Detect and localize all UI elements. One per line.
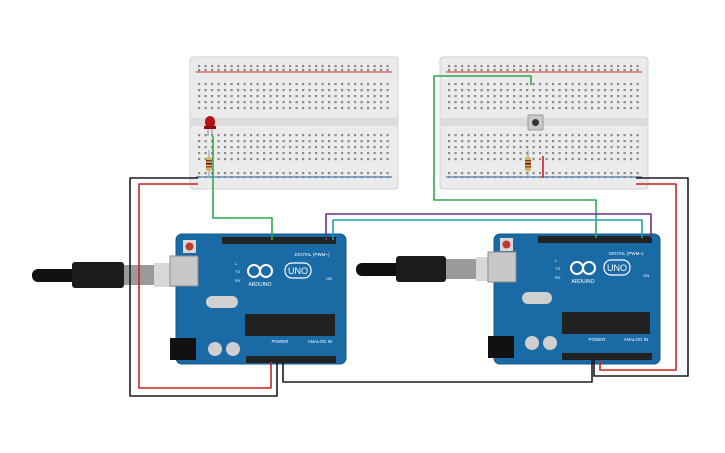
wire-green-left[interactable]	[212, 136, 273, 240]
breadboard-right[interactable]	[439, 56, 649, 190]
wire-black-middle[interactable]	[282, 360, 593, 383]
wire-black-right[interactable]	[593, 177, 689, 377]
usb-cable-right[interactable]	[356, 256, 498, 282]
wire-teal[interactable]	[332, 219, 643, 240]
tx-label: TX	[235, 269, 240, 274]
wire-red-left[interactable]	[138, 183, 272, 389]
model-label: UNO	[607, 263, 627, 273]
led-icon[interactable]	[204, 116, 216, 136]
model-label: UNO	[288, 266, 308, 276]
rx-label: RX	[555, 275, 561, 280]
resistor-right-icon[interactable]	[525, 150, 531, 178]
wire-black-left[interactable]	[129, 177, 278, 397]
wire-purple[interactable]	[325, 213, 652, 240]
power-label: POWER	[588, 337, 606, 342]
on-label: ON	[326, 276, 332, 281]
pushbutton-icon[interactable]	[527, 114, 544, 131]
brand-label: ARDUINO	[571, 279, 594, 285]
brand-label: ARDUINO	[248, 282, 271, 288]
arduino-uno-left[interactable]: UNO ARDUINO DIGITAL (PWM~) ANALOG IN POW…	[169, 233, 347, 365]
tx-label: TX	[555, 266, 560, 271]
power-label: POWER	[271, 339, 289, 344]
wire-green-right[interactable]	[433, 75, 597, 238]
l-label: L	[235, 261, 238, 266]
on-label: ON	[643, 273, 649, 278]
wire-red-right[interactable]	[599, 183, 677, 371]
rx-label: RX	[235, 278, 241, 283]
l-label: L	[555, 258, 558, 263]
analog-label: ANALOG IN	[308, 339, 333, 344]
resistor-left-icon[interactable]	[206, 150, 212, 178]
digital-label: DIGITAL (PWM~)	[609, 251, 644, 256]
analog-label: ANALOG IN	[624, 337, 649, 342]
arduino-uno-right[interactable]: UNO ARDUINO DIGITAL (PWM~) ANALOG IN POW…	[487, 233, 661, 365]
breadboard-left[interactable]	[189, 56, 399, 190]
digital-label: DIGITAL (PWM~)	[295, 252, 330, 257]
usb-cable-left[interactable]	[32, 262, 176, 288]
